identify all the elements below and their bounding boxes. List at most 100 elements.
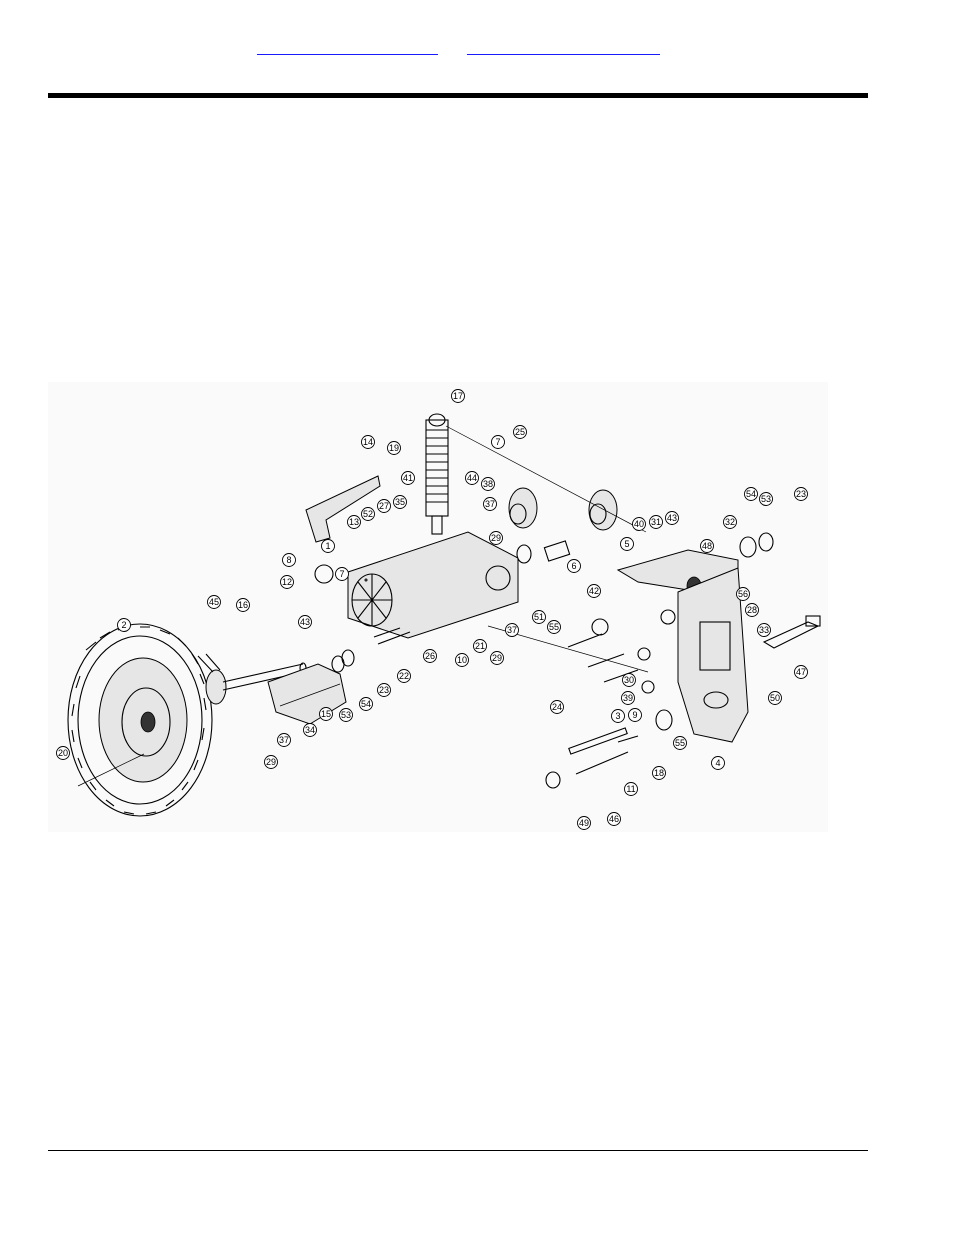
callout-54: 54: [359, 697, 373, 711]
callout-43: 43: [298, 615, 312, 629]
callout-number: 32: [725, 517, 735, 527]
callout-38: 38: [481, 477, 495, 491]
callout-bubble: [483, 497, 497, 511]
callout-37: 37: [277, 733, 291, 747]
callout-number: 46: [609, 814, 619, 824]
callout-53: 53: [339, 708, 353, 722]
nav-link-1[interactable]: [257, 40, 438, 55]
callout-20: 20: [56, 746, 70, 760]
callout-number: 34: [305, 725, 315, 735]
callout-number: 24: [552, 702, 562, 712]
callout-number: 29: [266, 757, 276, 767]
callout-28: 28: [745, 603, 759, 617]
callout-bubble: [550, 700, 564, 714]
nav-link-2[interactable]: [467, 40, 660, 55]
callout-23: 23: [794, 487, 808, 501]
callout-bubble: [632, 517, 646, 531]
callout-33: 33: [757, 623, 771, 637]
wheel-drawing: [67, 623, 213, 817]
callout-number: 9: [632, 710, 637, 720]
callout-number: 25: [515, 427, 525, 437]
callout-number: 37: [485, 499, 495, 509]
callout-15: 15: [319, 707, 333, 721]
callout-27: 27: [377, 499, 391, 513]
callout-number: 53: [341, 710, 351, 720]
callout-32: 32: [723, 515, 737, 529]
callout-number: 14: [363, 437, 373, 447]
callout-21: 21: [473, 639, 487, 653]
callout-48: 48: [700, 539, 714, 553]
footer-rule: [48, 1150, 868, 1151]
callout-number: 54: [361, 699, 371, 709]
callout-52: 52: [361, 507, 375, 521]
main-frame-drawing: [347, 531, 519, 639]
callout-number: 23: [796, 489, 806, 499]
callout-number: 40: [634, 519, 644, 529]
callout-number: 27: [379, 501, 389, 511]
callout-bubble: [282, 553, 296, 567]
callout-number: 54: [746, 489, 756, 499]
callout-number: 21: [475, 641, 485, 651]
callout-number: 42: [589, 586, 599, 596]
callout-5: 5: [620, 537, 634, 551]
callout-bubble: [628, 708, 642, 722]
callout-number: 33: [759, 625, 769, 635]
callout-6: 6: [567, 559, 581, 573]
callout-37: 37: [483, 497, 497, 511]
callout-37: 37: [505, 623, 519, 637]
callout-bubble: [451, 389, 465, 403]
callout-number: 29: [492, 653, 502, 663]
callout-number: 16: [238, 600, 248, 610]
callout-number: 30: [624, 675, 634, 685]
callout-number: 8: [286, 555, 291, 565]
callout-bubble: [794, 487, 808, 501]
callout-14: 14: [361, 435, 375, 449]
callout-bubble: [547, 620, 561, 634]
callout-number: 7: [339, 569, 344, 579]
callout-bubble: [377, 683, 391, 697]
callout-11: 11: [624, 782, 638, 796]
callout-56: 56: [736, 587, 750, 601]
callout-29: 29: [489, 531, 503, 545]
callout-number: 1: [325, 541, 330, 551]
callout-bubble: [794, 665, 808, 679]
callout-number: 15: [321, 709, 331, 719]
callout-number: 4: [715, 758, 720, 768]
callout-number: 11: [626, 784, 635, 794]
callout-number: 45: [209, 597, 219, 607]
callout-bubble: [665, 511, 679, 525]
callout-bubble: [700, 539, 714, 553]
callout-bubble: [621, 691, 635, 705]
callout-2: 2: [117, 618, 131, 632]
callout-7: 7: [335, 567, 349, 581]
callout-bubble: [423, 649, 437, 663]
callout-bubble: [207, 595, 221, 609]
callout-9: 9: [628, 708, 642, 722]
callout-number: 39: [623, 693, 633, 703]
callout-number: 6: [571, 561, 576, 571]
callout-bubble: [759, 492, 773, 506]
callout-54: 54: [744, 487, 758, 501]
callout-29: 29: [264, 755, 278, 769]
callout-bubble: [607, 812, 621, 826]
callout-number: 28: [747, 605, 757, 615]
callout-number: 18: [654, 768, 664, 778]
callout-number: 20: [58, 748, 68, 758]
callout-4: 4: [711, 756, 725, 770]
callout-24: 24: [550, 700, 564, 714]
callout-bubble: [56, 746, 70, 760]
right-bracket-drawing: [677, 567, 749, 743]
callout-34: 34: [303, 723, 317, 737]
callout-number: 17: [453, 391, 463, 401]
callout-number: 2: [121, 620, 126, 630]
callout-number: 37: [279, 735, 289, 745]
spring-drawing: [425, 413, 449, 535]
callout-number: 12: [282, 577, 292, 587]
callout-8: 8: [282, 553, 296, 567]
callout-bubble: [465, 471, 479, 485]
callout-number: 44: [467, 473, 477, 483]
callout-23: 23: [377, 683, 391, 697]
callout-bubble: [387, 441, 401, 455]
callout-number: 53: [761, 494, 771, 504]
